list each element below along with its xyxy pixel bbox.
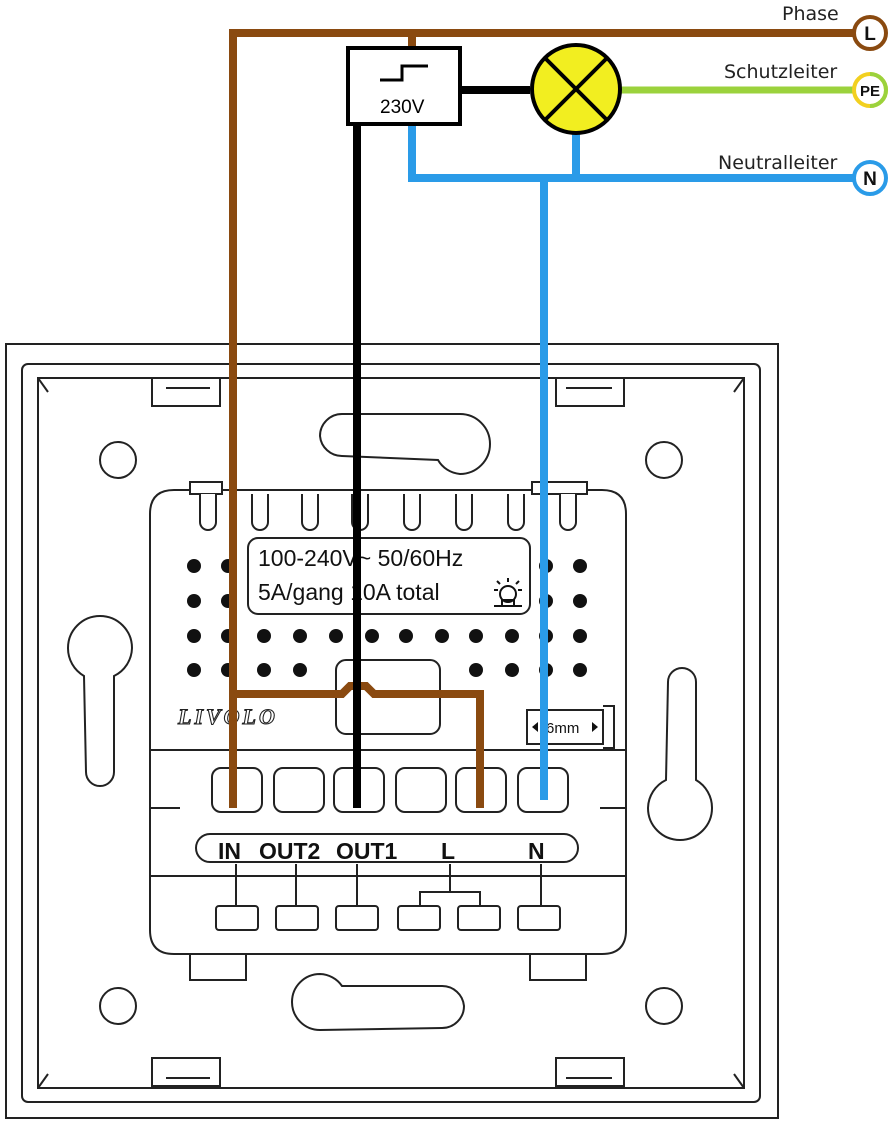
wall-plate (5, 343, 779, 1119)
ground-badge-text: PE (860, 83, 880, 100)
spec-line-2: 5A/gang 10A total (258, 579, 440, 605)
lamp-symbol-icon (494, 578, 522, 607)
strip-length-gauge: 6mm (526, 705, 615, 749)
module-bottom-feet (189, 953, 587, 981)
spec-label: 100-240V~ 50/60Hz 5A/gang 10A total (247, 537, 531, 615)
neutral-badge: N (852, 160, 888, 196)
terminal-label-in: IN (218, 838, 241, 864)
neutral-label: Neutralleiter (718, 152, 838, 174)
mounting-slots (66, 413, 714, 1032)
terminal-label-n: N (528, 838, 545, 864)
phase-badge: L (852, 15, 888, 51)
terminal-label-strip (195, 833, 579, 863)
lamp-icon (530, 43, 622, 135)
switched-live-wire (353, 86, 530, 808)
phase-badge-text: L (864, 24, 876, 45)
strip-length-label: 6mm (546, 720, 579, 737)
neutral-badge-text: N (863, 169, 877, 190)
terminal-label-l: L (441, 838, 455, 864)
ground-badge: PE (852, 72, 888, 108)
phase-label: Phase (782, 3, 839, 25)
transformer-box: 230V (346, 46, 462, 126)
transformer-voltage-label: 230V (380, 97, 425, 118)
terminal-label-out1: OUT1 (336, 838, 398, 864)
terminal-label-out2: OUT2 (259, 838, 320, 864)
terminal-pins (215, 864, 561, 931)
terminal-blocks (211, 767, 569, 813)
ground-label: Schutzleiter (724, 61, 837, 83)
screw-holes (99, 441, 683, 1025)
frame-clips (151, 377, 625, 1087)
phase-wire (229, 29, 856, 808)
brand-logo: LIVOLO (177, 704, 278, 729)
